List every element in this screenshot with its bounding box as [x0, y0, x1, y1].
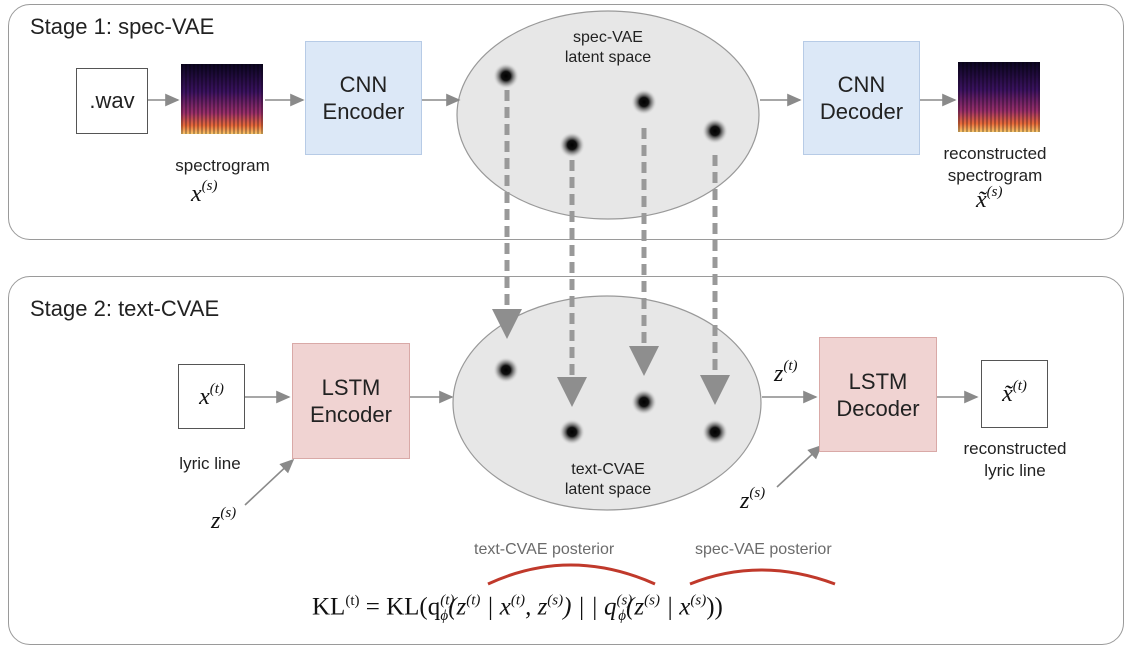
x-tilde-s-symbol: x̃(s): [976, 184, 1003, 213]
text-cvae-latent-label: text-CVAE latent space: [546, 460, 670, 500]
lstm-decoder-line2: Decoder: [836, 395, 920, 421]
lyric-input-symbol: x: [199, 383, 210, 410]
cnn-decoder-line2: Decoder: [819, 99, 904, 124]
x-s-symbol: x(s): [191, 178, 218, 207]
z-s-symbol-encoder: z(s): [211, 505, 237, 534]
latent-dot-s2-a: [493, 357, 519, 383]
lstm-decoder-line1: LSTM: [848, 368, 908, 394]
latent-dot-s2-d: [702, 419, 728, 445]
spectrogram-image: [181, 64, 263, 134]
latent-dot-s1-a: [493, 63, 519, 89]
lyric-input-box: x(t): [178, 364, 245, 429]
text-cvae-posterior-label: text-CVAE posterior: [474, 541, 615, 558]
cnn-encoder-line2: Encoder: [322, 99, 405, 124]
cnn-decoder-line1: CNN: [837, 72, 886, 97]
text-cvae-latent-line2: latent space: [564, 481, 652, 498]
spec-vae-latent-line2: latent space: [564, 49, 652, 66]
lstm-encoder-line1: LSTM: [321, 375, 381, 400]
cnn-encoder-box: CNN Encoder: [305, 41, 422, 155]
latent-dot-s1-c: [631, 89, 657, 115]
arrow-zs-to-lstm-encoder: [244, 458, 295, 506]
spec-vae-latent-line1: spec-VAE: [573, 29, 643, 46]
stage1-title: Stage 1: spec-VAE: [30, 14, 215, 39]
reconstructed-spectrogram-image: [958, 62, 1040, 132]
cnn-encoder-line1: CNN: [339, 72, 388, 97]
lstm-encoder-box: LSTM Encoder: [292, 343, 410, 459]
recon-spec-line2: spectrogram: [947, 166, 1043, 185]
recon-spec-line1: reconstructed: [943, 144, 1047, 163]
text-cvae-posterior-arc: [487, 563, 656, 586]
z-s-symbol-decoder: z(s): [740, 485, 766, 514]
recon-lyric-line2: lyric line: [984, 461, 1046, 480]
reconstructed-spectrogram-caption: reconstructed spectrogram: [920, 143, 1070, 187]
recon-lyric-line1: reconstructed: [963, 439, 1067, 458]
reconstructed-lyric-caption: reconstructed lyric line: [945, 438, 1085, 482]
latent-dot-s1-b: [559, 132, 585, 158]
spectrogram-caption: spectrogram: [175, 156, 270, 175]
cnn-decoder-box: CNN Decoder: [803, 41, 920, 155]
wav-file-box: .wav: [76, 68, 148, 134]
spec-vae-latent-label: spec-VAE latent space: [548, 28, 668, 68]
spec-vae-latent-ellipse: [456, 10, 760, 220]
spec-vae-posterior-arc: [689, 568, 836, 586]
latent-dot-s2-b: [559, 419, 585, 445]
latent-dot-s2-c: [631, 389, 657, 415]
arrow-zs-to-lstm-decoder: [776, 444, 823, 488]
reconstructed-lyric-symbol: x̃: [1002, 381, 1013, 407]
spec-vae-posterior-label: spec-VAE posterior: [695, 541, 832, 558]
wav-file-label: .wav: [89, 88, 135, 113]
kl-formula: KL(t) = KL(q(t)ϕ(z(t) | x(t), z(s)) | | …: [312, 593, 723, 625]
reconstructed-lyric-box: x̃(t): [981, 360, 1048, 428]
lstm-encoder-line2: Encoder: [310, 402, 392, 427]
latent-dot-s1-d: [702, 118, 728, 144]
z-t-symbol: z(t): [774, 358, 798, 387]
lstm-decoder-box: LSTM Decoder: [819, 337, 937, 452]
lyric-line-caption: lyric line: [179, 454, 241, 473]
text-cvae-latent-line1: text-CVAE: [571, 461, 645, 478]
stage2-title: Stage 2: text-CVAE: [30, 296, 220, 321]
